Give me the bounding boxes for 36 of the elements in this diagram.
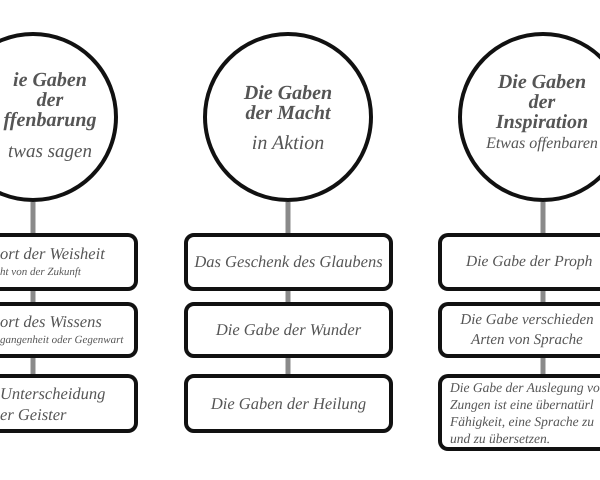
subtitle-text: Etwas offenbaren xyxy=(485,134,599,154)
gift-box xyxy=(438,302,600,358)
box-label: Die Gabe der Auslegung vo Zungen ist eine übernatürl Fähigkeit, eine Sprache zu und zu übersetzen. xyxy=(448,378,600,446)
gift-box xyxy=(184,302,393,358)
box-label: Das Geschenk des Glaubens xyxy=(193,252,384,272)
circle-node xyxy=(203,32,373,202)
gift-box xyxy=(438,374,600,451)
connector-line xyxy=(540,358,546,374)
connector-line xyxy=(286,358,290,374)
connector-line xyxy=(286,291,290,302)
box-label: Die Gaben der Heilung xyxy=(210,394,368,414)
box-note: gangenheit oder Gegenwart xyxy=(0,333,125,348)
connector-line xyxy=(30,202,36,233)
connector-line xyxy=(30,291,36,302)
connector-line xyxy=(286,202,290,233)
connector-line xyxy=(540,291,546,302)
subtitle-text: in Aktion xyxy=(250,133,326,153)
box-label: ort der Weisheit xyxy=(0,244,106,264)
subtitle-text: twas sagen xyxy=(7,142,93,162)
connector-line xyxy=(540,202,546,233)
box-label: Unterscheidung er Geister xyxy=(0,382,106,424)
box-label: Die Gabe der Wunder xyxy=(214,320,362,340)
gift-box xyxy=(0,374,138,433)
box-label: Die Gabe verschieden Arten von Sprache xyxy=(459,311,595,350)
gift-box xyxy=(438,233,600,291)
heading-text: Die Gaben der Macht xyxy=(242,83,334,123)
gift-box xyxy=(184,233,393,291)
heading-text: Die Gaben der Inspiration xyxy=(494,72,590,132)
heading-text: ie Gaben der ffenbarung xyxy=(2,70,98,130)
box-label: ort des Wissens xyxy=(0,312,103,332)
box-label: Die Gabe der Proph xyxy=(464,252,594,272)
gift-box xyxy=(184,374,393,433)
gift-box xyxy=(0,302,138,358)
gift-box xyxy=(0,233,138,291)
connector-line xyxy=(30,358,36,374)
box-note: ht von der Zukunft xyxy=(0,265,82,280)
